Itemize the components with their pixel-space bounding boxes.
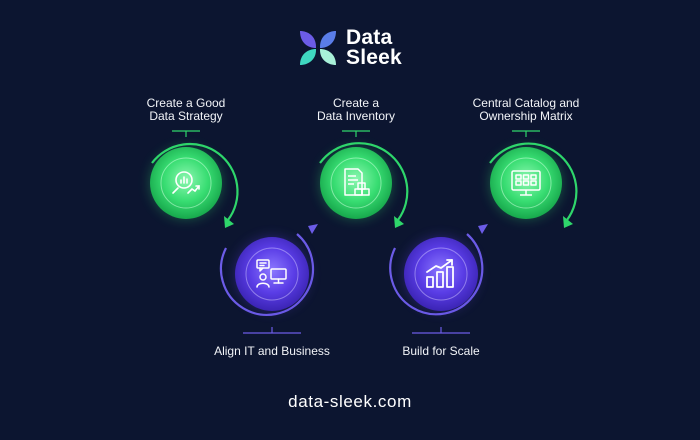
label-ticks <box>172 130 540 334</box>
brand-name-line1: Data <box>346 26 393 49</box>
arrow-heads <box>224 216 573 234</box>
arc-step-2 <box>219 233 315 316</box>
arc-step-4 <box>389 233 484 316</box>
butterfly-logo-icon <box>300 31 336 65</box>
tick-step-5 <box>512 130 540 137</box>
arrow-step-1 <box>224 216 234 228</box>
tick-step-3 <box>342 130 370 137</box>
outer-arcs <box>151 142 578 316</box>
arrow-step-5 <box>563 216 573 228</box>
arc-step-1 <box>151 142 239 221</box>
tick-step-1 <box>172 130 200 137</box>
arc-step-3 <box>319 142 409 221</box>
step-5-label: Central Catalog and Ownership Matrix <box>472 96 580 123</box>
step-4-label: Build for Scale <box>402 344 480 358</box>
website-url: data-sleek.com <box>288 392 412 411</box>
step-3-label: Create a Data Inventory <box>316 96 396 123</box>
tick-step-4 <box>412 327 470 334</box>
step-1-label: Create a Good Data Strategy <box>146 96 226 123</box>
brand-name: Data Sleek <box>346 26 402 69</box>
document-boxes-icon <box>344 168 370 196</box>
brand-logo: Data Sleek <box>298 26 402 69</box>
arrow-step-3 <box>394 216 404 228</box>
person-computer-chat-icon <box>256 259 287 288</box>
brand-name-line2: Sleek <box>346 46 402 69</box>
growth-bar-chart-icon <box>426 259 454 288</box>
arc-step-5 <box>489 142 578 221</box>
arrow-step-2 <box>308 224 318 234</box>
catalog-monitor-icon <box>511 170 541 196</box>
tick-step-2 <box>243 327 301 334</box>
arrow-step-4 <box>478 224 488 234</box>
step-circles <box>150 147 562 311</box>
analytics-magnifier-icon <box>172 171 200 194</box>
step-2-label: Align IT and Business <box>214 344 330 358</box>
